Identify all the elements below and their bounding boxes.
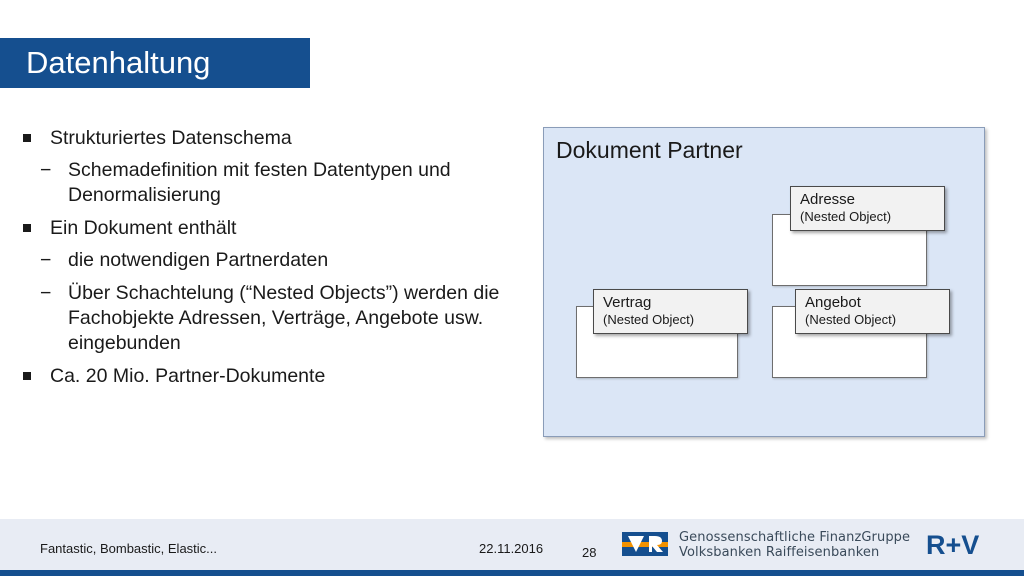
square-bullet-icon [23,224,31,232]
dash-bullet-icon: − [40,249,52,271]
bullet-text: Schemadefinition mit festen Datentypen u… [68,159,451,206]
footer [0,519,1024,576]
object-type: (Nested Object) [603,312,695,327]
bullet-item: Ein Dokument enthält [20,216,530,241]
footer-date: 22.11.2016 [479,541,544,556]
rv-logo-text: R+V [926,530,979,558]
footer-presentation-title: Fantastic, Bombastic, Elastic... [40,541,218,556]
object-type: (Nested Object) [800,209,892,224]
bullet-text: Ein Dokument enthält [50,217,237,239]
sub-bullet-item: − Über Schachtelung (“Nested Objects”) w… [20,281,530,356]
group-name-line2: Volksbanken Raiffeisenbanken [679,545,880,560]
dash-bullet-icon: − [40,159,52,181]
dash-bullet-icon: − [40,282,52,304]
square-bullet-icon [23,134,31,142]
nested-object-adresse: Adresse (Nested Object) [790,186,945,231]
rv-logo-icon: R+V [926,530,979,558]
bullet-text: Strukturiertes Datenschema [50,127,292,149]
group-name-line1: Genossenschaftliche FinanzGruppe [679,530,911,545]
footer-bar [0,570,1024,576]
square-bullet-icon [23,372,31,380]
page-number: 28 [582,545,597,560]
title-bar: Datenhaltung [0,38,310,88]
bullet-list: Strukturiertes Datenschema − Schemadefin… [20,126,530,396]
object-name: Angebot [805,294,861,311]
bullet-item: Ca. 20 Mio. Partner-Dokumente [20,364,530,389]
nested-object-vertrag: Vertrag (Nested Object) [593,289,748,334]
object-name: Vertrag [603,294,652,311]
object-type: (Nested Object) [805,312,897,327]
vr-bank-logo-icon [622,532,668,556]
sub-bullet-item: − Schemadefinition mit festen Datentypen… [20,158,530,208]
bullet-text: Über Schachtelung (“Nested Objects”) wer… [68,282,500,354]
bullet-text: Ca. 20 Mio. Partner-Dokumente [50,365,326,387]
diagram-title: Dokument Partner [556,137,743,163]
bullet-text: die notwendigen Partnerdaten [68,249,329,271]
bullet-item: Strukturiertes Datenschema [20,126,530,151]
document-partner-box: Dokument Partner Adresse (Nested Object)… [543,127,985,437]
nested-object-angebot: Angebot (Nested Object) [795,289,950,334]
object-name: Adresse [800,191,856,208]
slide-title: Datenhaltung [26,45,211,80]
sub-bullet-item: − die notwendigen Partnerdaten [20,248,530,273]
